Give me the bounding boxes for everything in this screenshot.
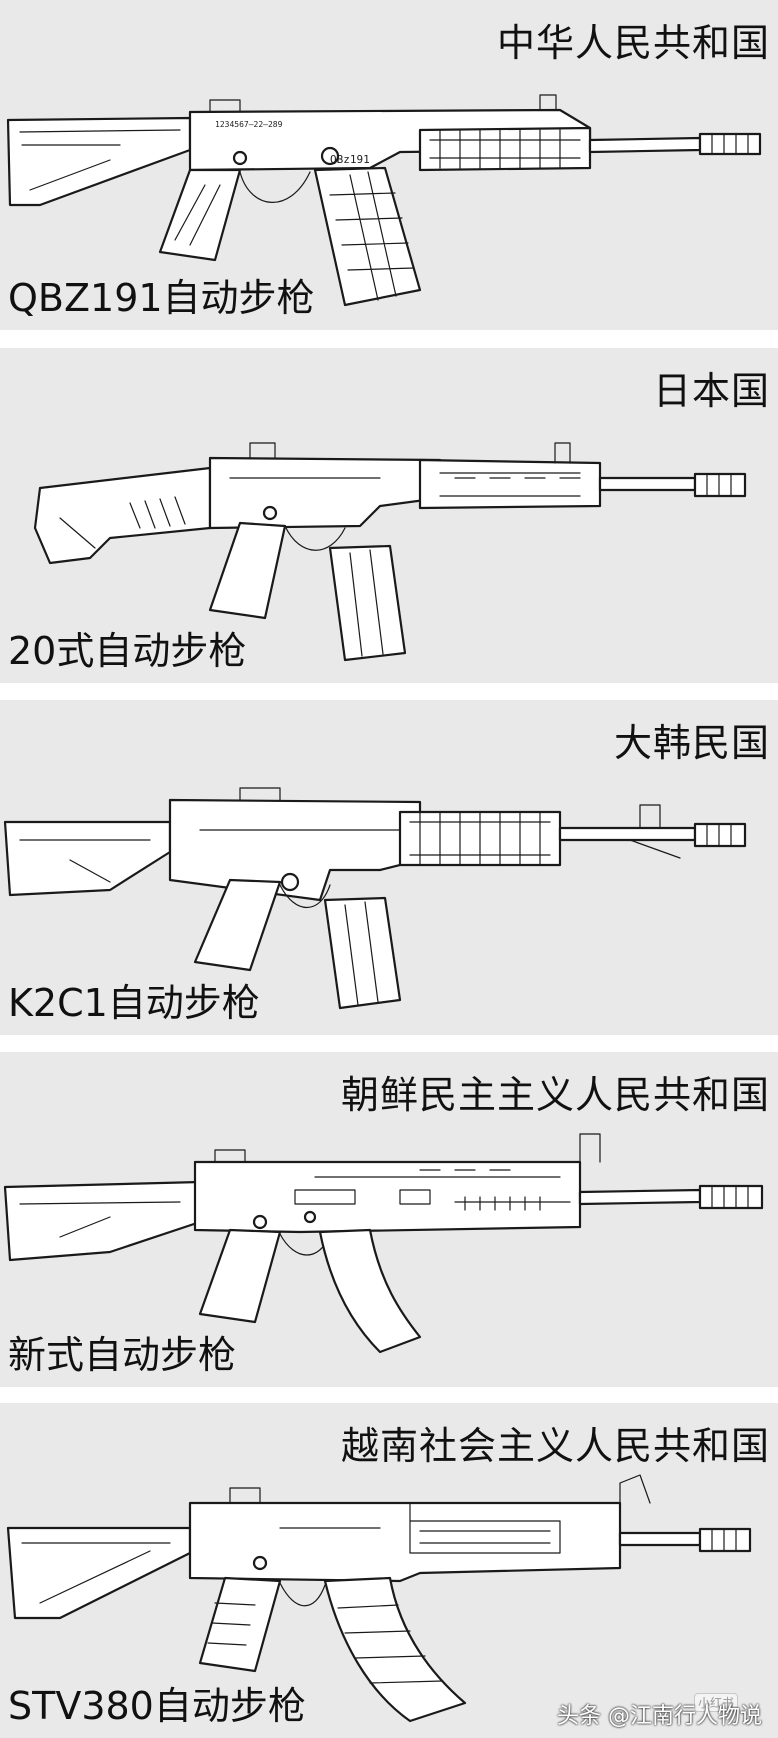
- model-label-k2c1: K2C1自动步枪: [8, 981, 260, 1025]
- model-label-qbz191: QBZ191自动步枪: [8, 276, 315, 320]
- country-label-vietnam: 越南社会主义人民共和国: [340, 1424, 770, 1468]
- rifle-panel-japan: 日本国 20式自动步枪: [0, 348, 778, 683]
- country-label-china: 中华人民共和国: [496, 21, 770, 65]
- qbz191-serial-marking: 1234567—22—289: [215, 120, 283, 129]
- toutiao-watermark: 头条 @江南行人物说: [557, 1704, 762, 1729]
- country-label-japan: 日本国: [652, 369, 770, 413]
- model-label-type20: 20式自动步枪: [8, 629, 247, 673]
- dprk-new-rifle-drawing: [3, 1133, 764, 1354]
- stv380-rifle-drawing: [6, 1474, 752, 1723]
- model-label-stv380: STV380自动步枪: [8, 1684, 306, 1728]
- qbz191-receiver-marking: QBz191: [330, 153, 370, 166]
- rifle-panel-china: QBz191 1234567—22—289 中华人民共和国 QBZ191自动步枪: [0, 0, 778, 330]
- country-label-dprk: 朝鲜民主主义人民共和国: [340, 1073, 770, 1117]
- qbz191-rifle-drawing: QBz191 1234567—22—289: [6, 94, 762, 307]
- k2c1-rifle-drawing: [3, 787, 747, 1010]
- country-label-korea: 大韩民国: [613, 721, 770, 765]
- rifle-panel-korea: 大韩民国 K2C1自动步枪: [0, 700, 778, 1035]
- type20-rifle-drawing: [33, 442, 747, 662]
- rifle-panel-vietnam: 越南社会主义人民共和国 STV380自动步枪: [0, 1403, 778, 1738]
- xiaohongshu-badge: 小红书: [693, 1693, 738, 1712]
- rifle-panel-dprk: 朝鲜民主主义人民共和国 新式自动步枪: [0, 1052, 778, 1387]
- model-label-dprk-new: 新式自动步枪: [8, 1333, 237, 1377]
